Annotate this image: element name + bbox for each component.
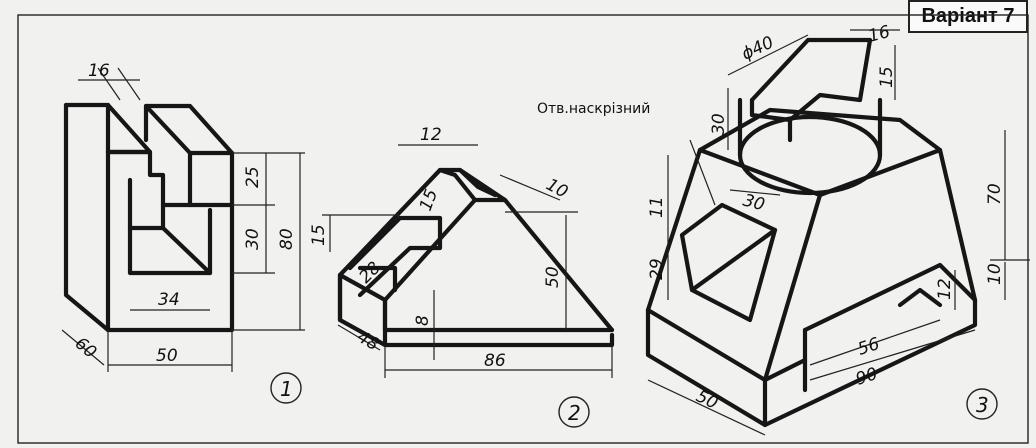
fig1-inner-diag [160,225,213,276]
figure-1: 16 25 30 80 34 60 50 1 [61,61,305,404]
fig2-dim-50: 50 [543,266,563,288]
fig3-dim-30b: 30 [741,191,767,216]
fig3-dim-29: 29 [647,258,667,280]
figure-3: ϕ40 16 15 30 30 11 29 70 10 12 56 90 50 … [645,22,1030,436]
fig2-pocket-floor [357,265,398,293]
fig3-through-hole [679,202,778,323]
fig2-slope-left [337,167,508,278]
fig3-cylinder-base [737,114,883,196]
fig3-pyramid-top [697,107,943,198]
fig3-pyramid-front [645,147,823,383]
fig3-hole-diag [689,227,778,293]
fig3-dim-10: 10 [985,263,1005,285]
through-hole-note: Отв.наскрізний [537,101,651,117]
fig3-dim-15: 15 [877,66,897,88]
fig3-dim-16: 16 [866,22,892,47]
fig3-dim-90: 90 [853,364,880,390]
fig3-dim-56: 56 [855,334,882,360]
fig1-inner-step [127,202,166,231]
sheet-frame [17,14,1029,444]
fig3-dim-11: 11 [647,196,667,218]
figure-2-number: 2 [568,401,581,425]
fig1-dim-34: 34 [158,290,180,310]
fig1-slot [105,149,193,208]
fig3-cutout-top [802,262,978,333]
fig2-base [337,272,615,348]
fig1-dim-30: 30 [243,228,263,250]
fig2-dim-86: 86 [484,351,506,371]
fig2-groove [457,167,498,198]
fig3-dim-50: 50 [693,386,721,413]
fig2-dim-12: 12 [420,125,442,145]
fig2-dim-15b: 15 [309,224,329,246]
fig1-dim-16: 16 [88,61,110,81]
fig1-dim-80: 80 [277,228,297,250]
fig2-dim-28: 28 [355,258,385,288]
fig2-pocket [347,215,443,298]
fig1-dim-50: 50 [156,346,178,366]
fig1-dim-25: 25 [243,166,263,188]
fig3-cutout-inner [897,287,943,308]
fig3-dim-30a: 30 [709,113,729,135]
figure-1-number: 1 [280,377,293,401]
fig2-dim-10: 10 [543,175,571,203]
figure-2: 12 10 15 15 28 50 8 48 86 2 [309,125,615,428]
fig1-right-top [143,103,235,156]
fig2-dim-8: 8 [413,315,433,326]
fig3-pyramid-right [937,147,978,303]
figure-3-number: 3 [976,393,989,417]
fig3-dim-12: 12 [935,278,955,300]
fig1-front [105,202,235,333]
fig3-base-top [762,357,808,383]
fig3-cut-top [749,37,873,103]
fig3-dim-70: 70 [985,183,1005,205]
fig1-left-post [63,102,111,333]
variant-label: Варіант 7 [908,0,1028,33]
fig2-ridge [437,167,478,203]
fig1-right-front [187,150,235,208]
